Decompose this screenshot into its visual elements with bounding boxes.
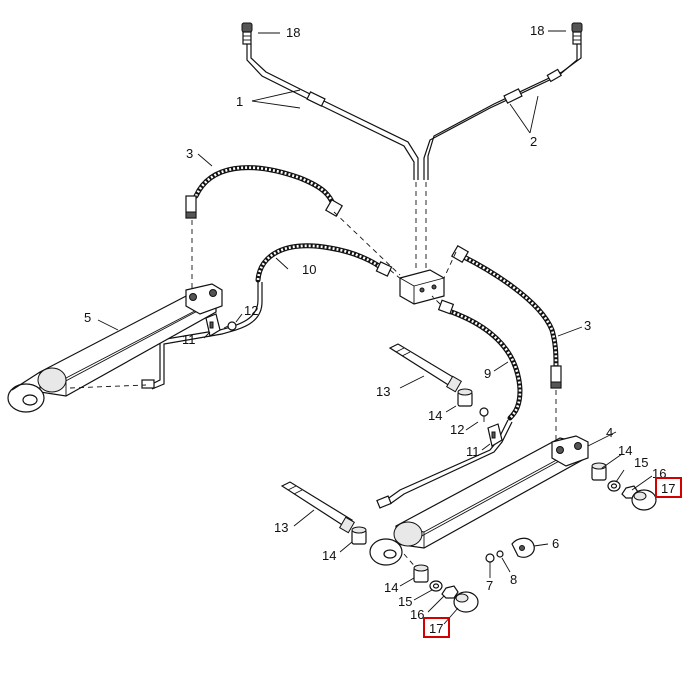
bracket-11-right <box>487 423 503 447</box>
cap-17-lower <box>453 591 479 613</box>
callout-1: 1 <box>236 94 243 109</box>
callout-8: 8 <box>510 572 517 587</box>
tie-rod-13-lower <box>280 481 356 534</box>
tie-rod-13-upper <box>388 343 463 393</box>
nut-16-lower <box>441 585 459 599</box>
washer-15-lower <box>429 580 443 592</box>
callout-labels: 18 18 1 2 3 3 4 5 6 7 8 9 10 11 11 12 12… <box>84 23 682 638</box>
callout-3-left: 3 <box>186 146 193 161</box>
cylinder-5 <box>7 220 223 413</box>
washer-8 <box>496 550 504 558</box>
callout-11-left: 11 <box>182 332 196 347</box>
hose-10 <box>141 243 403 390</box>
callout-12-left: 12 <box>244 303 258 318</box>
hose-9 <box>376 295 523 509</box>
cylinder-4 <box>369 435 589 571</box>
callout-2: 2 <box>530 134 537 149</box>
hose-3-left <box>185 165 401 276</box>
leader-lines <box>97 30 653 625</box>
cap-17-right <box>631 489 657 511</box>
callout-14-upper: 14 <box>428 408 442 423</box>
callout-10: 10 <box>302 262 316 277</box>
callout-15-right: 15 <box>634 455 648 470</box>
callout-18-left: 18 <box>286 25 300 40</box>
highlight-box-17-lower <box>423 617 450 638</box>
bolt-7 <box>485 553 495 572</box>
callout-13-lower: 13 <box>274 520 288 535</box>
callout-12-right: 12 <box>450 422 464 437</box>
callout-17-right: 17 <box>661 481 675 496</box>
callout-7: 7 <box>486 578 493 593</box>
callout-4: 4 <box>606 425 613 440</box>
callout-3-right: 3 <box>584 318 591 333</box>
clamp-6 <box>511 537 535 558</box>
screw-12-right <box>479 407 489 422</box>
callout-17-lower: 17 <box>429 621 443 636</box>
callout-5: 5 <box>84 310 91 325</box>
callout-9: 9 <box>484 366 491 381</box>
fitting-18-left <box>241 22 253 45</box>
hard-line-1 <box>246 44 419 180</box>
highlight-box-17-right <box>655 477 682 498</box>
callout-11-right: 11 <box>466 444 480 459</box>
bushing-14-upper <box>457 388 473 407</box>
bushing-14-lower <box>351 526 367 545</box>
callout-16-lower: 16 <box>410 607 424 622</box>
manifold-block <box>399 269 445 305</box>
callout-6: 6 <box>552 536 559 551</box>
callout-18-right: 18 <box>530 23 544 38</box>
bushing-14-lower-end <box>413 564 429 583</box>
hose-3-right <box>443 244 562 440</box>
callout-13-upper: 13 <box>376 384 390 399</box>
callout-14-lower-end: 14 <box>384 580 398 595</box>
bushing-14-right <box>591 462 607 481</box>
callout-14-right: 14 <box>618 443 632 458</box>
screw-12-left <box>223 321 237 331</box>
washer-15-right <box>607 480 621 492</box>
fitting-18-right <box>571 22 583 45</box>
callout-14-lower: 14 <box>322 548 336 563</box>
hard-line-2 <box>423 44 582 180</box>
bracket-11-left <box>205 313 221 337</box>
callout-15-lower: 15 <box>398 594 412 609</box>
